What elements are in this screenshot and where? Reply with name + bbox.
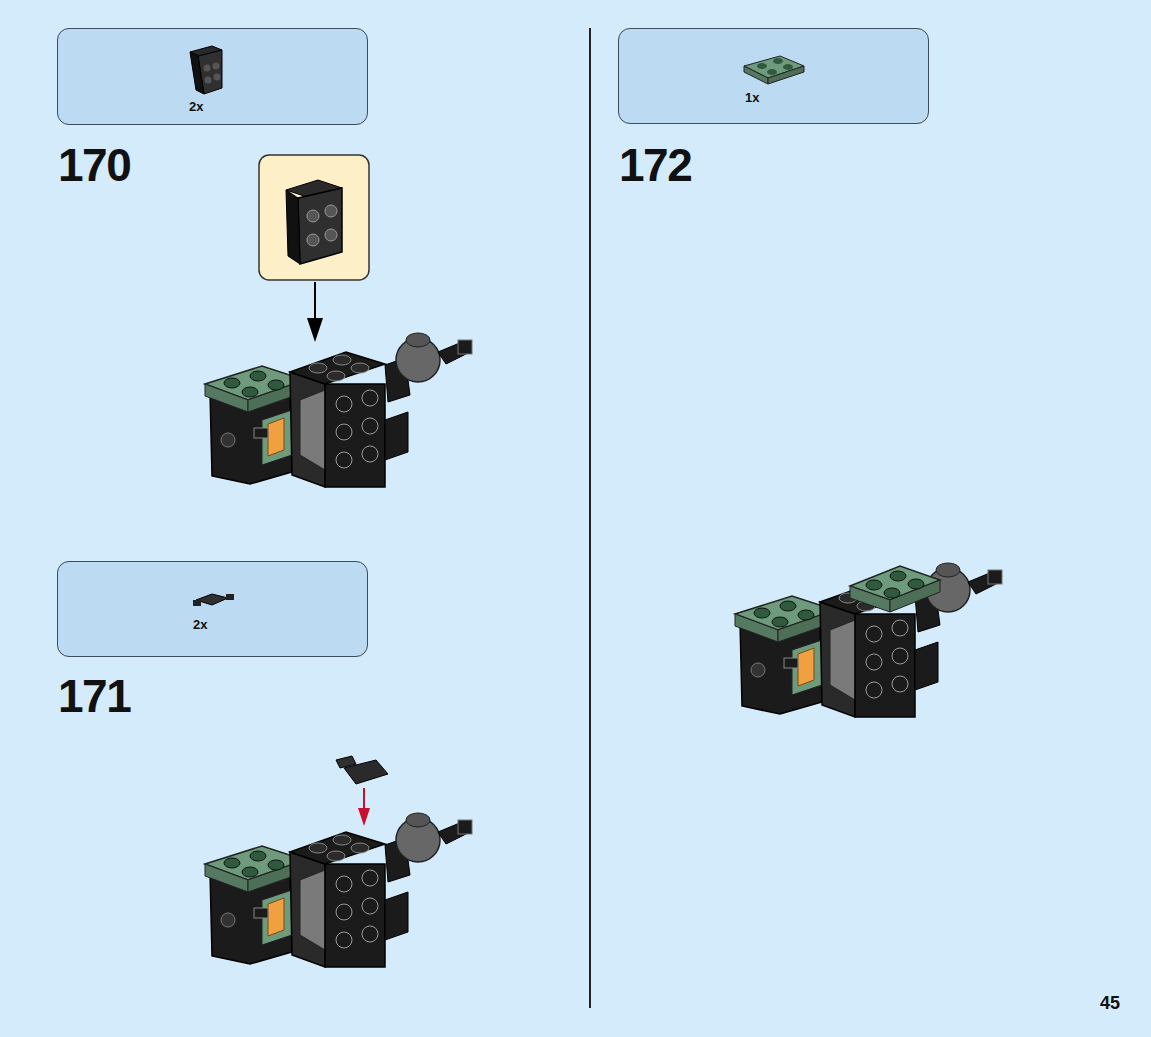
step-number: 172 bbox=[619, 142, 691, 188]
clip-plate-icon bbox=[193, 594, 234, 606]
green-plate-icon bbox=[744, 56, 804, 84]
step-number: 171 bbox=[58, 673, 130, 719]
quantity-label: 2x bbox=[189, 99, 203, 114]
page-number: 45 bbox=[1100, 994, 1120, 1012]
quantity-label: 2x bbox=[193, 617, 207, 632]
quantity-label: 1x bbox=[745, 90, 759, 105]
parts-box: 1x bbox=[618, 28, 929, 124]
parts-box: 2x bbox=[57, 28, 368, 125]
bracket-part-icon bbox=[190, 46, 222, 94]
parts-box: 2x bbox=[57, 561, 368, 657]
step-number: 170 bbox=[58, 142, 130, 188]
